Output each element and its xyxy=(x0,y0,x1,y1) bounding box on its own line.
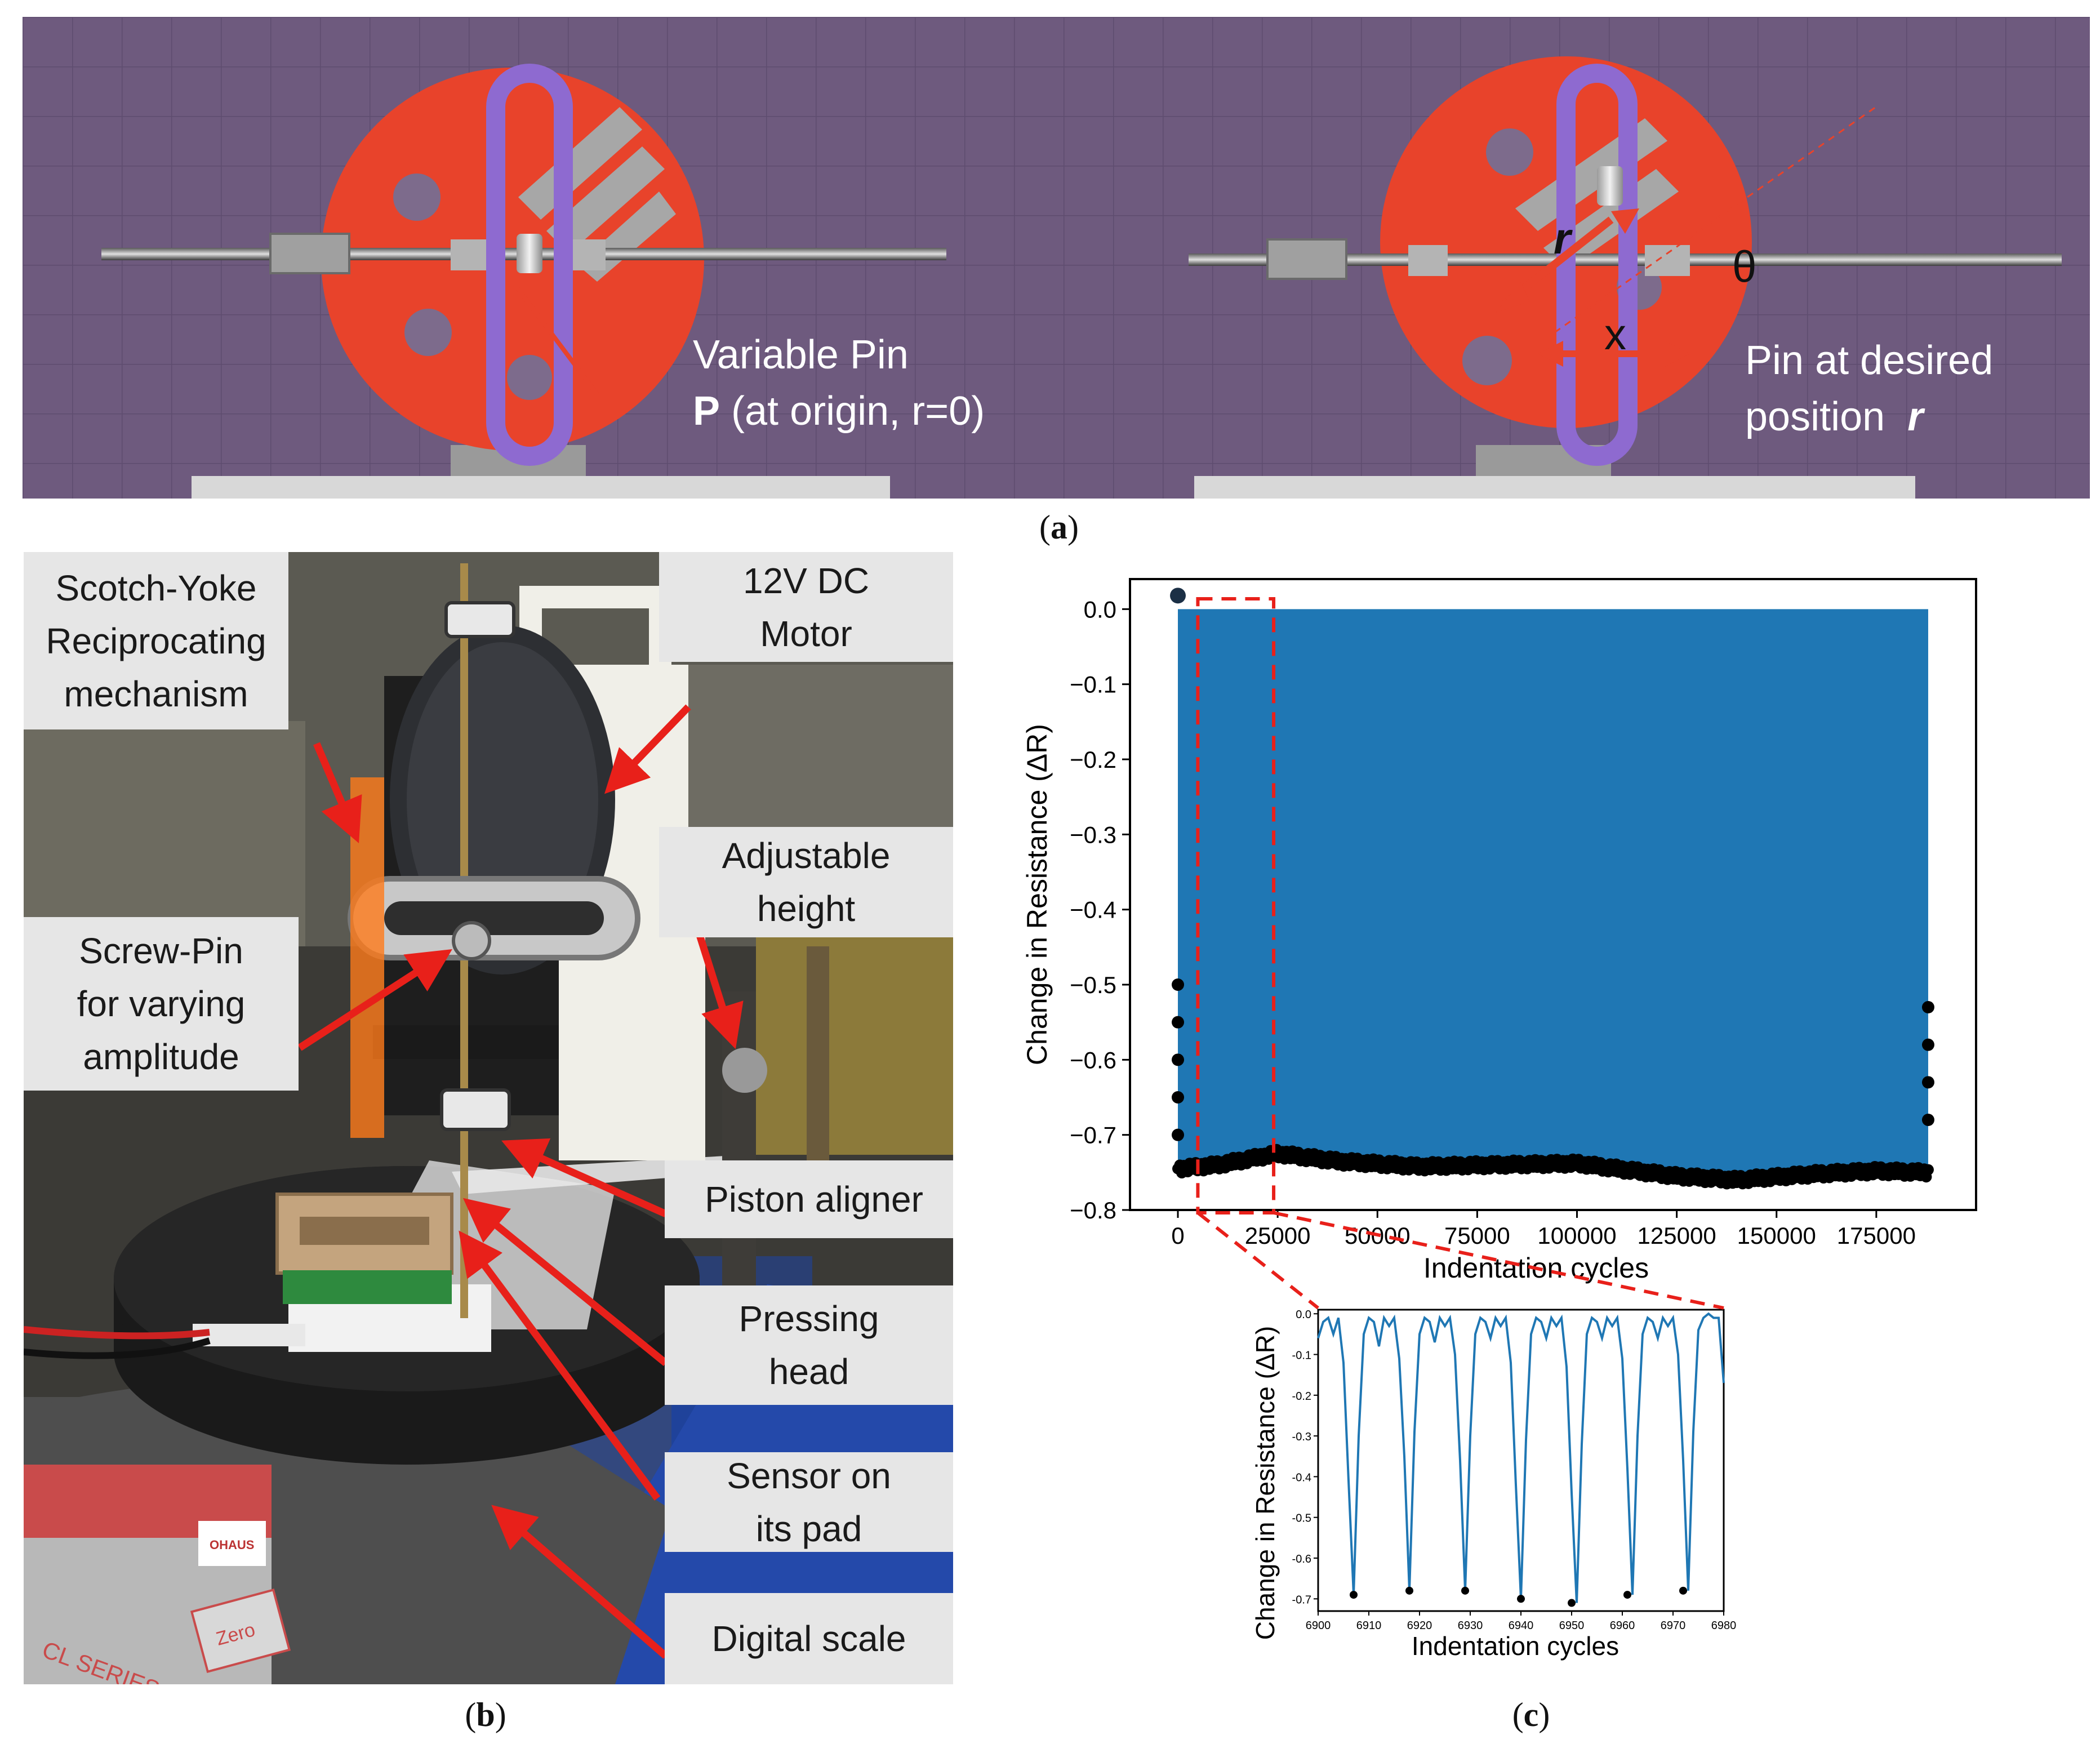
main-xtick-label: 125000 xyxy=(1638,1222,1716,1249)
zoom-xtick-label: 6900 xyxy=(1306,1620,1331,1632)
main-ytick-label: −0.5 xyxy=(1070,972,1116,998)
main-xtick-label: 25000 xyxy=(1245,1222,1311,1249)
scale-brand-text: OHAUS xyxy=(210,1538,254,1552)
symbol-theta: θ xyxy=(1732,242,1756,291)
zoom-connector-right xyxy=(1273,1211,1724,1310)
zoom-ytick-label: -0.7 xyxy=(1292,1594,1311,1606)
panel-c-caption: (c) xyxy=(1512,1696,1550,1733)
main-xtick-label: 150000 xyxy=(1737,1222,1816,1249)
zoom-ylabel: Change in Resistance (ΔR) xyxy=(1251,1326,1280,1640)
yoke-left xyxy=(101,64,946,499)
panel-a-caption: (a) xyxy=(1039,509,1079,546)
main-ylabel: Change in Resistance (ΔR) xyxy=(1021,724,1053,1065)
main-resistance-chart: 0.0 −0.1 −0.2 −0.3 −0.4 −0.5 −0.6 −0.7 −0.8 0 2500… xyxy=(1021,578,1977,1284)
zoom-peak-marker xyxy=(1568,1599,1576,1607)
main-peak-marker xyxy=(1921,1114,1934,1126)
zoom-xtick-label: 6970 xyxy=(1661,1620,1686,1632)
main-peak-marker xyxy=(1921,1001,1934,1013)
zoom-xtick-label: 6940 xyxy=(1509,1620,1534,1632)
symbol-r: r xyxy=(1554,213,1573,263)
main-peak-marker xyxy=(1172,1091,1185,1104)
main-xtick-label: 100000 xyxy=(1537,1222,1616,1249)
zoom-resistance-chart: 0.0 -0.1 -0.2 -0.3 -0.4 -0.5 -0.6 -0.7 6900 6910 6… xyxy=(1251,1309,1736,1661)
main-zoom-window xyxy=(1196,597,1276,1214)
zoom-connector-left xyxy=(1196,1211,1319,1310)
zoom-peak-marker xyxy=(1623,1591,1631,1599)
panel-a-photo: r θ x Variable Pin P (at origin, r=0) Pi… xyxy=(23,17,2090,499)
main-series-area xyxy=(1178,609,1928,1180)
panel-b-photo: OHAUS CL SERIES Zero xyxy=(24,552,953,1684)
callout-piston-aligner: Piston aligner xyxy=(665,1160,953,1238)
zoom-xtick-label: 6910 xyxy=(1356,1620,1382,1632)
main-ytick-label: −0.6 xyxy=(1070,1047,1116,1073)
zoom-peak-marker xyxy=(1350,1591,1358,1599)
zoom-ytick-label: -0.4 xyxy=(1292,1471,1311,1484)
zoom-xtick-label: 6920 xyxy=(1407,1620,1432,1632)
main-xtick-label: 175000 xyxy=(1837,1222,1916,1249)
main-peak-markers xyxy=(1170,588,1934,1190)
zoom-ytick-label: -0.1 xyxy=(1292,1350,1311,1362)
symbol-x: x xyxy=(1604,309,1626,359)
zoom-ytick-label: -0.5 xyxy=(1292,1512,1311,1525)
variable-pin-label: Variable Pin P (at origin, r=0) xyxy=(693,332,985,434)
zoom-xtick-label: 6980 xyxy=(1711,1620,1737,1632)
main-ytick-label: −0.1 xyxy=(1070,671,1116,698)
zoom-ytick-label: -0.3 xyxy=(1292,1431,1311,1443)
callout-digital-scale: Digital scale xyxy=(665,1593,953,1684)
main-peak-marker xyxy=(1172,1016,1185,1029)
zoom-axes-frame xyxy=(1317,1309,1725,1612)
desired-position-label: Pin at desired position r xyxy=(1745,338,1994,439)
panel-b-arrows xyxy=(297,704,744,1659)
zoom-xtick-label: 6950 xyxy=(1559,1620,1585,1632)
main-peak-marker xyxy=(1172,1053,1185,1066)
zoom-xtick-label: 6930 xyxy=(1458,1620,1483,1632)
main-peak-marker xyxy=(1921,1038,1934,1051)
zoom-ytick-label: -0.6 xyxy=(1292,1553,1311,1565)
zoom-ytick-label: -0.2 xyxy=(1292,1390,1311,1403)
panel-b-caption: (b) xyxy=(465,1696,506,1733)
main-xtick-label: 0 xyxy=(1171,1222,1184,1249)
main-peak-marker xyxy=(1921,1076,1934,1089)
main-ytick-label: −0.8 xyxy=(1070,1197,1116,1224)
main-peak-marker xyxy=(1922,1164,1934,1176)
main-peak-marker xyxy=(1172,978,1185,991)
main-ytick-label: −0.2 xyxy=(1070,746,1116,773)
zoom-peak-marker xyxy=(1679,1586,1687,1595)
main-start-marker xyxy=(1170,588,1186,604)
main-peak-marker xyxy=(1172,1128,1185,1141)
zoom-xlabel: Indentation cycles xyxy=(1412,1631,1619,1661)
zoom-ytick-label: 0.0 xyxy=(1296,1309,1311,1321)
zoom-peak-marker xyxy=(1517,1595,1525,1603)
main-ytick-label: 0.0 xyxy=(1084,596,1116,622)
zoom-xtick-label: 6960 xyxy=(1610,1620,1635,1632)
main-axes-frame xyxy=(1129,578,1977,1211)
main-ytick-label: −0.7 xyxy=(1070,1122,1116,1149)
main-ytick-label: −0.4 xyxy=(1070,897,1116,923)
main-ytick-label: −0.3 xyxy=(1070,821,1116,848)
panel-a-illustration: r θ x xyxy=(23,17,2090,499)
yoke-right xyxy=(1189,56,2062,499)
zoom-connector-lines xyxy=(1196,1211,1724,1310)
zoom-peak-marker xyxy=(1405,1586,1413,1595)
main-xtick-label: 75000 xyxy=(1444,1222,1510,1249)
zoom-peak-marker xyxy=(1461,1586,1469,1595)
